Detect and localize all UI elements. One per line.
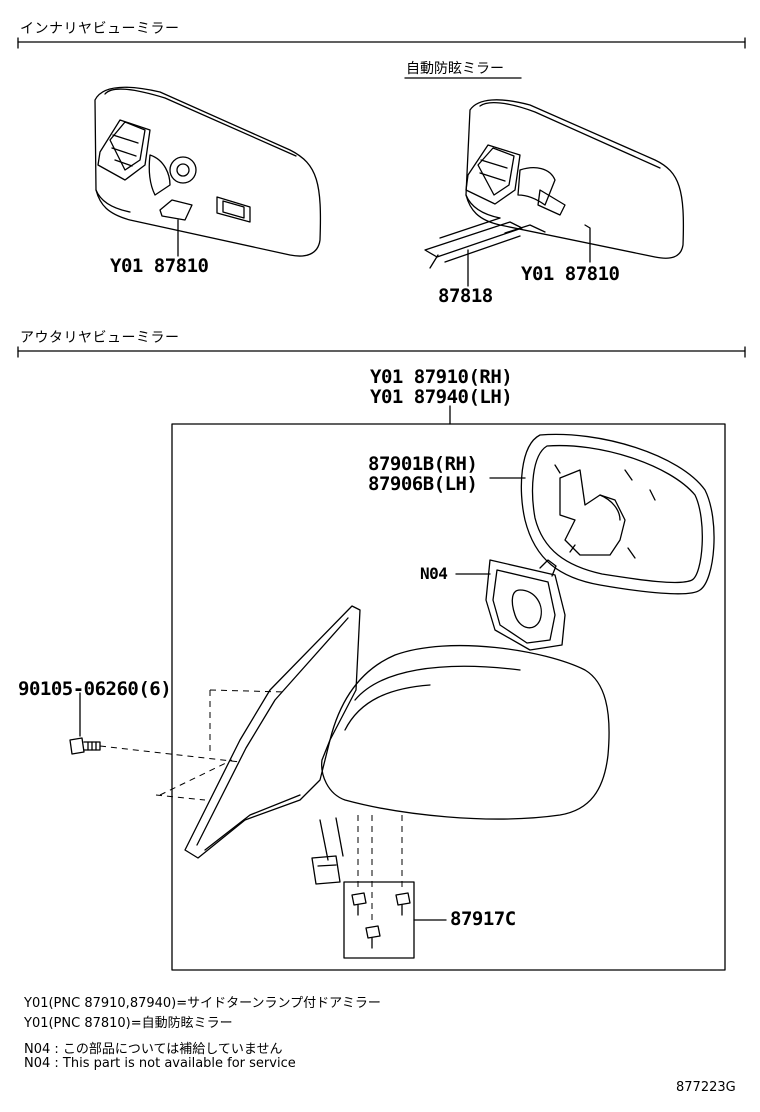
note-line-3: N04 : この部品については補給していません	[24, 1042, 283, 1057]
part-label-inner-left: Y01 87810	[110, 255, 209, 277]
part-label-inner-right: Y01 87810	[521, 263, 620, 285]
inner-section-title: インナリヤビューミラー	[20, 21, 180, 37]
note-line-1: Y01(PNC 87910,87940)=サイドターンランプ付ドアミラー	[24, 996, 381, 1011]
part-label-screws: 87917C	[450, 908, 516, 930]
outer-section-title: アウタリヤビューミラー	[20, 330, 180, 346]
part-label-glass-rh: 87901B(RH)	[368, 453, 478, 475]
part-label-holder: N04	[420, 564, 448, 583]
mirror-base-drawing	[184, 605, 361, 859]
screws-drawing	[351, 892, 447, 949]
part-label-assy-lh: Y01 87940(LH)	[370, 386, 513, 408]
note-line-4: N04 : This part is not available for ser…	[24, 1056, 296, 1071]
inner-mirror-left-drawing	[94, 86, 322, 257]
bolt-drawing	[69, 692, 101, 755]
outer-section-rule	[17, 346, 746, 358]
mirror-glass-drawing	[489, 433, 715, 595]
part-label-assy-rh: Y01 87910(RH)	[370, 366, 513, 388]
note-line-2: Y01(PNC 87810)=自動防眩ミラー	[24, 1016, 233, 1031]
outer-assembly-box	[171, 423, 726, 971]
part-label-bolt: 90105-06260(6)	[18, 678, 172, 700]
part-label-wire: 87818	[438, 285, 493, 307]
mirror-housing-drawing	[311, 644, 610, 885]
part-label-glass-lh: 87906B(LH)	[368, 473, 478, 495]
auto-dimming-label: 自動防眩ミラー	[406, 61, 504, 77]
inner-section-rule	[17, 37, 746, 49]
inner-mirror-right-drawing	[424, 99, 685, 287]
holder-drawing	[455, 559, 566, 651]
figure-id: 877223G	[676, 1080, 736, 1095]
screws-box	[343, 881, 415, 959]
